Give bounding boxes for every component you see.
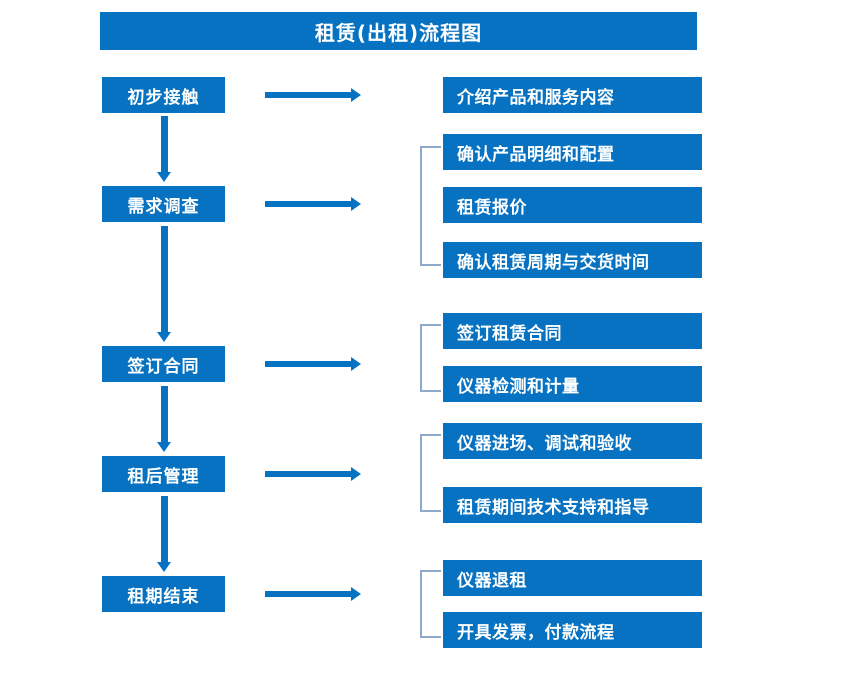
detail-box-8[interactable]: 租赁期间技术支持和指导 (443, 487, 702, 523)
arrow-head (351, 88, 361, 102)
right-arrow-5 (265, 587, 361, 601)
arrow-head (157, 172, 171, 182)
detail-box-5[interactable]: 签订租赁合同 (443, 313, 702, 349)
down-arrow-3 (157, 386, 171, 452)
detail-box-2[interactable]: 确认产品明细和配置 (443, 134, 702, 170)
arrow-head (351, 467, 361, 481)
arrow-shaft (161, 116, 168, 172)
arrow-head (351, 587, 361, 601)
detail-box-4[interactable]: 确认租赁周期与交货时间 (443, 242, 702, 278)
arrow-shaft (265, 361, 351, 367)
arrow-shaft (161, 226, 168, 332)
arrow-head (351, 197, 361, 211)
arrow-head (157, 442, 171, 452)
arrow-head (157, 332, 171, 342)
arrow-shaft (161, 386, 168, 442)
detail-box-10[interactable]: 开具发票，付款流程 (443, 612, 702, 648)
stage-box-1[interactable]: 初步接触 (102, 77, 225, 113)
right-arrow-1 (265, 88, 361, 102)
arrow-shaft (265, 92, 351, 98)
arrow-head (351, 357, 361, 371)
group-bracket-4 (420, 434, 441, 512)
group-bracket-5 (420, 570, 441, 638)
page-title: 租赁(出租)流程图 (100, 12, 697, 50)
stage-box-2[interactable]: 需求调查 (102, 186, 225, 222)
arrow-shaft (265, 591, 351, 597)
detail-box-9[interactable]: 仪器退租 (443, 560, 702, 596)
detail-box-1[interactable]: 介绍产品和服务内容 (443, 77, 702, 113)
arrow-shaft (265, 201, 351, 207)
down-arrow-1 (157, 116, 171, 182)
down-arrow-2 (157, 226, 171, 342)
right-arrow-3 (265, 357, 361, 371)
arrow-head (157, 562, 171, 572)
down-arrow-4 (157, 496, 171, 572)
right-arrow-2 (265, 197, 361, 211)
detail-box-3[interactable]: 租赁报价 (443, 187, 702, 223)
stage-box-4[interactable]: 租后管理 (102, 456, 225, 492)
right-arrow-4 (265, 467, 361, 481)
stage-box-5[interactable]: 租期结束 (102, 576, 225, 612)
group-bracket-3 (420, 324, 441, 392)
stage-box-3[interactable]: 签订合同 (102, 346, 225, 382)
arrow-shaft (161, 496, 168, 562)
group-bracket-2 (420, 146, 441, 266)
detail-box-6[interactable]: 仪器检测和计量 (443, 366, 702, 402)
arrow-shaft (265, 471, 351, 477)
detail-box-7[interactable]: 仪器进场、调试和验收 (443, 423, 702, 459)
